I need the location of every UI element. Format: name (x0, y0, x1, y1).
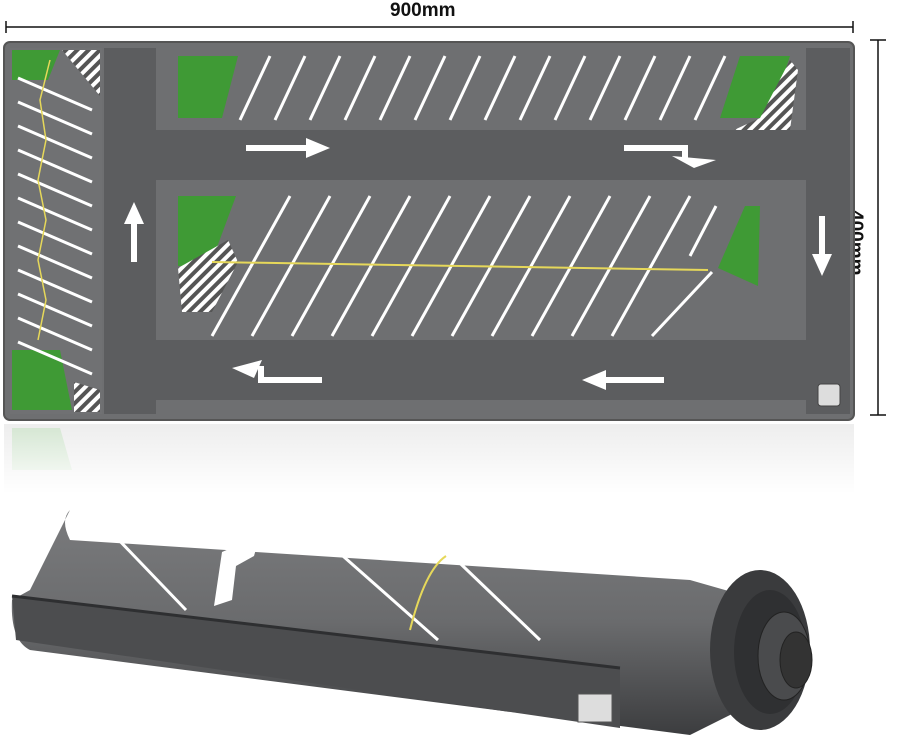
arrow-down-icon (812, 216, 832, 276)
hatched-zone (62, 50, 798, 412)
parking-lines-left (17, 76, 93, 376)
yellow-divider-middle (211, 261, 709, 271)
arrow-left-icon (582, 370, 664, 390)
height-dimension-line (870, 39, 886, 416)
logo-badge-icon (817, 383, 841, 407)
parking-lines-top (238, 55, 727, 121)
arrow-right-down-icon (624, 145, 716, 168)
mousepad-top-view (3, 41, 855, 421)
arrow-right-icon (246, 138, 330, 158)
width-dimension-label: 900mm (390, 0, 456, 21)
parking-lines-middle (210, 195, 718, 338)
mousepad-reflection (4, 424, 854, 494)
arrow-up-icon (124, 202, 144, 262)
width-dimension-line (5, 21, 854, 33)
yellow-divider-left (37, 59, 51, 341)
arrow-left-up-icon (232, 360, 322, 383)
rolled-mousepad (11, 510, 813, 735)
